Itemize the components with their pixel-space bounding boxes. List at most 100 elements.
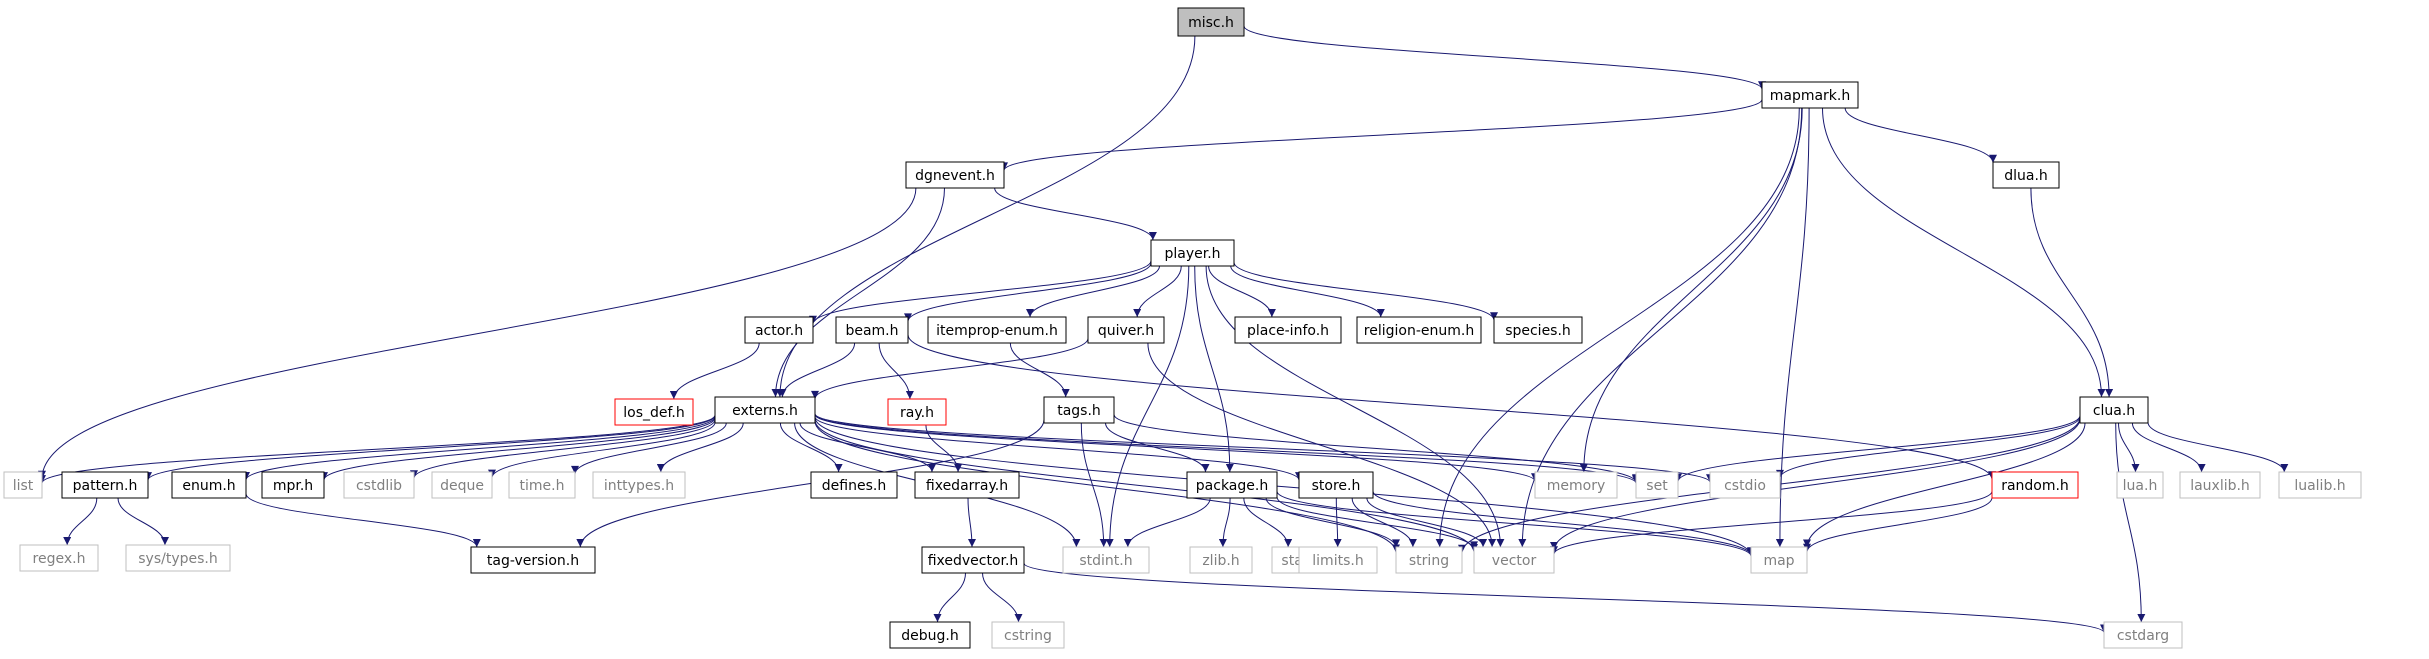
edge-externs-to-pattern [144,415,716,481]
node-fixedvector[interactable]: fixedvector.h [921,546,1025,574]
node-box [1395,546,1463,574]
node-clua[interactable]: clua.h [2079,396,2149,424]
node-quiver[interactable]: quiver.h [1087,316,1165,344]
edge-enum-to-tagversion [245,493,481,548]
edge-line [2118,422,2140,473]
node-box [927,316,1067,344]
node-label: species.h [1505,323,1571,339]
edge-line [2115,422,2146,623]
node-box [431,471,493,499]
edge-line [2147,422,2289,473]
node-label: ray.h [900,405,934,421]
node-pattern[interactable]: pattern.h [61,471,149,499]
edge-line [1205,265,1505,548]
node-random[interactable]: random.h [1991,471,2079,499]
node-box [1043,396,1115,424]
edge-tags-to-set [1113,414,1640,483]
node-placeinfo[interactable]: place-info.h [1234,316,1342,344]
edge-misc-to-mapmark [1243,25,1766,90]
edge-line [1105,422,1210,473]
node-ray[interactable]: ray.h [887,398,947,426]
node-box [1750,546,1808,574]
node-layer: misc.h mapmark.h dgnevent.h dlua.h player.h a… [3,7,2362,649]
node-fixedarray[interactable]: fixedarray.h [914,471,1020,499]
node-label: tag-version.h [487,553,579,569]
node-lualib: lualib.h [2278,471,2362,499]
edge-line [799,422,936,473]
node-inttypes: inttypes.h [592,471,686,499]
node-enum[interactable]: enum.h [171,471,247,499]
node-cstdio: cstdio [1709,471,1781,499]
edge-clua-to-lua [2118,422,2140,473]
edge-line [814,416,1303,481]
node-box [1635,471,1679,499]
edge-line [1435,107,1800,548]
node-dlua[interactable]: dlua.h [1992,161,2060,189]
edge-line [1233,262,1498,321]
node-label: quiver.h [1098,323,1154,339]
node-itemprop[interactable]: itemprop-enum.h [927,316,1067,344]
node-box [744,316,814,344]
node-label: misc.h [1188,15,1234,31]
node-box [1298,546,1378,574]
edge-line [1009,342,1070,398]
edge-line [1803,422,2086,548]
node-lauxlib: lauxlib.h [2179,471,2261,499]
node-dgnevent[interactable]: dgnevent.h [905,161,1005,189]
edge-package-to-zlib [1218,497,1231,548]
node-beam[interactable]: beam.h [835,316,909,344]
node-debug[interactable]: debug.h [889,621,971,649]
node-box [343,471,415,499]
edge-line [117,497,169,546]
edge-player-to-placeinfo [1208,265,1276,318]
node-species[interactable]: species.h [1493,316,1583,344]
edge-line [242,416,716,481]
node-store[interactable]: store.h [1298,471,1374,499]
node-label: cstdlib [356,478,402,494]
node-box [2179,471,2261,499]
node-religion[interactable]: religion-enum.h [1356,316,1482,344]
node-label: inttypes.h [604,478,674,494]
node-losdef[interactable]: los_def.h [614,398,694,426]
node-mapmark[interactable]: mapmark.h [1761,81,1859,109]
node-box [1534,471,1618,499]
node-defines[interactable]: defines.h [810,471,898,499]
node-box [261,471,325,499]
edge-line [1265,497,1400,548]
edge-externs-to-cstdio [814,413,1714,483]
edge-line [1147,342,1497,548]
node-label: religion-enum.h [1364,323,1474,339]
node-box [1177,7,1245,37]
node-label: memory [1547,478,1606,494]
edge-line [571,422,727,475]
node-tagversion[interactable]: tag-version.h [470,546,596,574]
node-box [1473,546,1555,574]
edge-dgnevent-to-list [38,187,917,479]
edge-package-to-stack [1243,497,1293,548]
node-box [3,471,43,499]
node-actor[interactable]: actor.h [744,316,814,344]
node-externs[interactable]: externs.h [714,396,816,424]
node-label: externs.h [732,403,798,419]
edge-line [1550,418,2081,551]
edge-player-to-beam [904,262,1152,322]
edge-player-to-quiver [1133,265,1182,318]
edge-package-to-map [1276,491,1755,557]
edge-line [809,260,1152,324]
edge-line [1208,265,1276,318]
node-misc[interactable]: misc.h [1177,7,1245,37]
node-box [125,544,231,572]
node-package[interactable]: package.h [1186,471,1278,499]
edge-line [656,422,744,473]
node-box [1150,239,1235,267]
node-regex: regex.h [19,544,99,572]
node-box [1761,81,1859,109]
edge-actor-to-losdef [669,342,760,400]
node-box [1992,161,2060,189]
node-tags[interactable]: tags.h [1043,396,1115,424]
node-mpr[interactable]: mpr.h [261,471,325,499]
node-label: defines.h [822,478,886,494]
node-player[interactable]: player.h [1150,239,1235,267]
edge-mapmark-to-dlua [1844,107,1997,163]
node-vector: vector [1473,546,1555,574]
